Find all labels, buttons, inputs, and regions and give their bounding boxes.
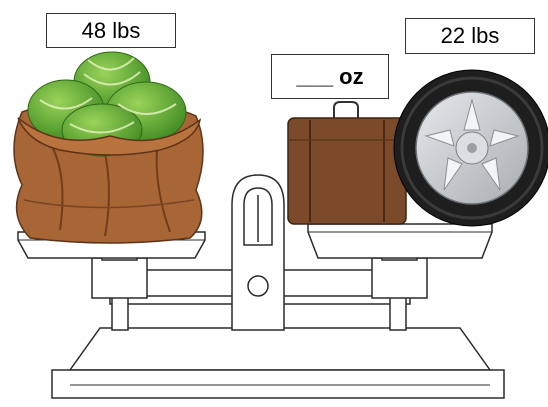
left-weight-label: 48 lbs [46,13,176,48]
unknown-weight-label[interactable]: ___ oz [271,54,389,99]
right-weight-label: 22 lbs [405,18,535,54]
suitcase [288,102,406,224]
scale-pillar [232,175,284,330]
right-pan [308,224,492,258]
scale-base [52,328,504,398]
right-pan-support [372,250,427,330]
watermelon-sack [14,52,203,243]
left-pan-support [92,250,147,330]
tire [394,70,548,226]
